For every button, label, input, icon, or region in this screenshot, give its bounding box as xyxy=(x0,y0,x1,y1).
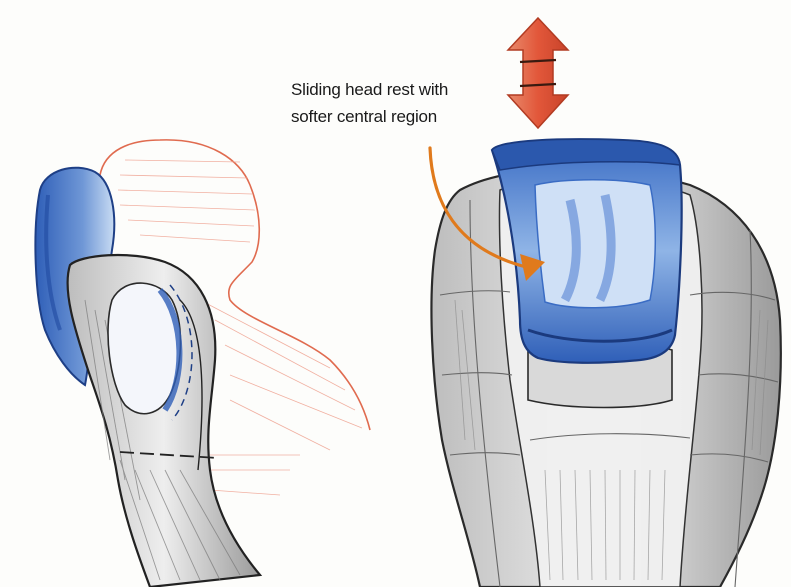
softer-central-region xyxy=(535,180,655,308)
left-seat-side-view xyxy=(35,140,370,587)
annotation-line-2: softer central region xyxy=(291,103,521,130)
annotation-line-1: Sliding head rest with xyxy=(291,76,521,103)
right-seat-front-view xyxy=(431,139,780,587)
annotation-label: Sliding head rest with softer central re… xyxy=(291,76,521,130)
